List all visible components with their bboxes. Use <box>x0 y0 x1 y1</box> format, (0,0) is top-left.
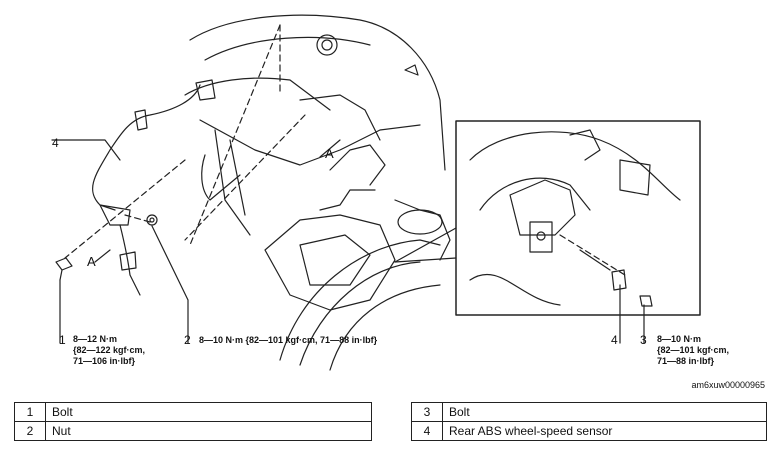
leader-lines <box>51 139 645 344</box>
part-number: 4 <box>411 421 443 441</box>
part-number: 3 <box>411 402 443 422</box>
parts-table-left: 1 Bolt 2 Nut <box>14 402 372 441</box>
callout-1-torque: 8—12 N·m {82—122 kgf·cm, 71—106 in·lbf} <box>73 334 145 367</box>
table-row: 4 Rear ABS wheel-speed sensor <box>411 421 767 441</box>
torque-line: {82—101 kgf·cm, <box>657 345 730 355</box>
parts-table-right: 3 Bolt 4 Rear ABS wheel-speed sensor <box>411 402 767 441</box>
installation-diagram <box>51 14 701 371</box>
torque-line: 8—10 N·m {82—101 kgf·cm, 71—88 in·lbf} <box>199 335 378 345</box>
guide-lines <box>64 24 626 276</box>
table-row: 1 Bolt <box>14 402 372 422</box>
table-row: 2 Nut <box>14 421 372 441</box>
part-name: Bolt <box>45 402 372 422</box>
view-letter-a-lower: A <box>87 254 96 269</box>
callout-4-inset-number: 4 <box>611 333 618 347</box>
sensor-harness <box>91 79 241 296</box>
part-number: 2 <box>14 421 46 441</box>
detail-inset <box>394 120 701 316</box>
torque-line: 71—106 in·lbf} <box>73 356 136 366</box>
part-number: 1 <box>14 402 46 422</box>
torque-line: {82—122 kgf·cm, <box>73 345 146 355</box>
brake-assembly <box>264 144 451 371</box>
torque-line: 71—88 in·lbf} <box>657 356 715 366</box>
torque-line: 8—12 N·m <box>73 334 118 344</box>
callout-4-number: 4 <box>52 136 59 150</box>
callout-2-torque: 8—10 N·m {82—101 kgf·cm, 71—88 in·lbf} <box>199 335 377 346</box>
body-panel-outline <box>184 14 446 236</box>
part-name: Rear ABS wheel-speed sensor <box>442 421 767 441</box>
table-row: 3 Bolt <box>411 402 767 422</box>
callout-3-torque: 8—10 N·m {82—101 kgf·cm, 71—88 in·lbf} <box>657 334 729 367</box>
view-letter-a-upper: A <box>325 146 334 161</box>
torque-line: 8—10 N·m <box>657 334 702 344</box>
nut-2-drawing <box>146 214 158 226</box>
document-id: am6xuw00000965 <box>691 380 765 390</box>
part-name: Bolt <box>442 402 767 422</box>
part-name: Nut <box>45 421 372 441</box>
callout-3-number: 3 <box>640 333 647 347</box>
callout-2-number: 2 <box>184 333 191 347</box>
bolt-1-drawing <box>55 257 73 281</box>
callout-1-number: 1 <box>59 333 66 347</box>
